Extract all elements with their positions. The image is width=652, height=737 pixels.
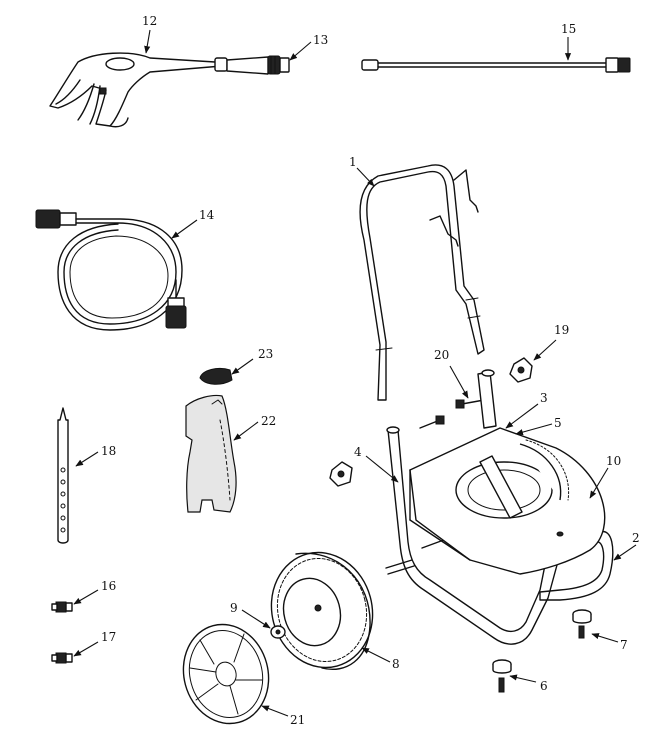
foot-7	[572, 609, 592, 639]
frame	[385, 369, 614, 645]
nozzle-holder	[57, 407, 69, 544]
bolt-20	[419, 399, 485, 429]
callout-12: 12	[142, 14, 157, 28]
callout-7: 7	[620, 638, 628, 652]
extension-wand	[361, 57, 631, 73]
callout-18: 18	[101, 444, 116, 458]
nozzle-17	[51, 652, 73, 664]
callout-23: 23	[258, 347, 273, 361]
callout-20: 20	[434, 348, 449, 362]
foot-6	[492, 659, 512, 693]
callout-5: 5	[554, 416, 562, 430]
callout-13: 13	[313, 33, 328, 47]
wheel	[270, 551, 374, 670]
callout-16: 16	[101, 579, 116, 593]
callout-6: 6	[540, 679, 548, 693]
callout-14: 14	[199, 208, 215, 222]
callout-4: 4	[354, 445, 362, 459]
detergent-tank	[185, 394, 237, 513]
callout-15: 15	[561, 22, 576, 36]
callout-17: 17	[101, 630, 116, 644]
callout-2: 2	[632, 531, 640, 545]
knob-19	[509, 357, 533, 383]
handle	[359, 164, 485, 401]
callout-3: 3	[540, 391, 548, 405]
base-plate	[409, 427, 606, 575]
callout-8: 8	[392, 657, 400, 671]
callout-22: 22	[261, 414, 276, 428]
pressure-hose	[35, 209, 187, 331]
callout-19: 19	[554, 323, 569, 337]
axle-cap	[270, 625, 286, 639]
hub-cap	[182, 623, 270, 725]
callout-9: 9	[230, 601, 238, 615]
callout-10: 10	[606, 454, 621, 468]
callout-1: 1	[349, 155, 357, 169]
nozzle-16	[51, 601, 73, 613]
knob-4	[329, 461, 353, 487]
callout-21: 21	[290, 713, 305, 727]
detergent-cap	[199, 367, 233, 385]
spray-gun	[49, 52, 290, 128]
